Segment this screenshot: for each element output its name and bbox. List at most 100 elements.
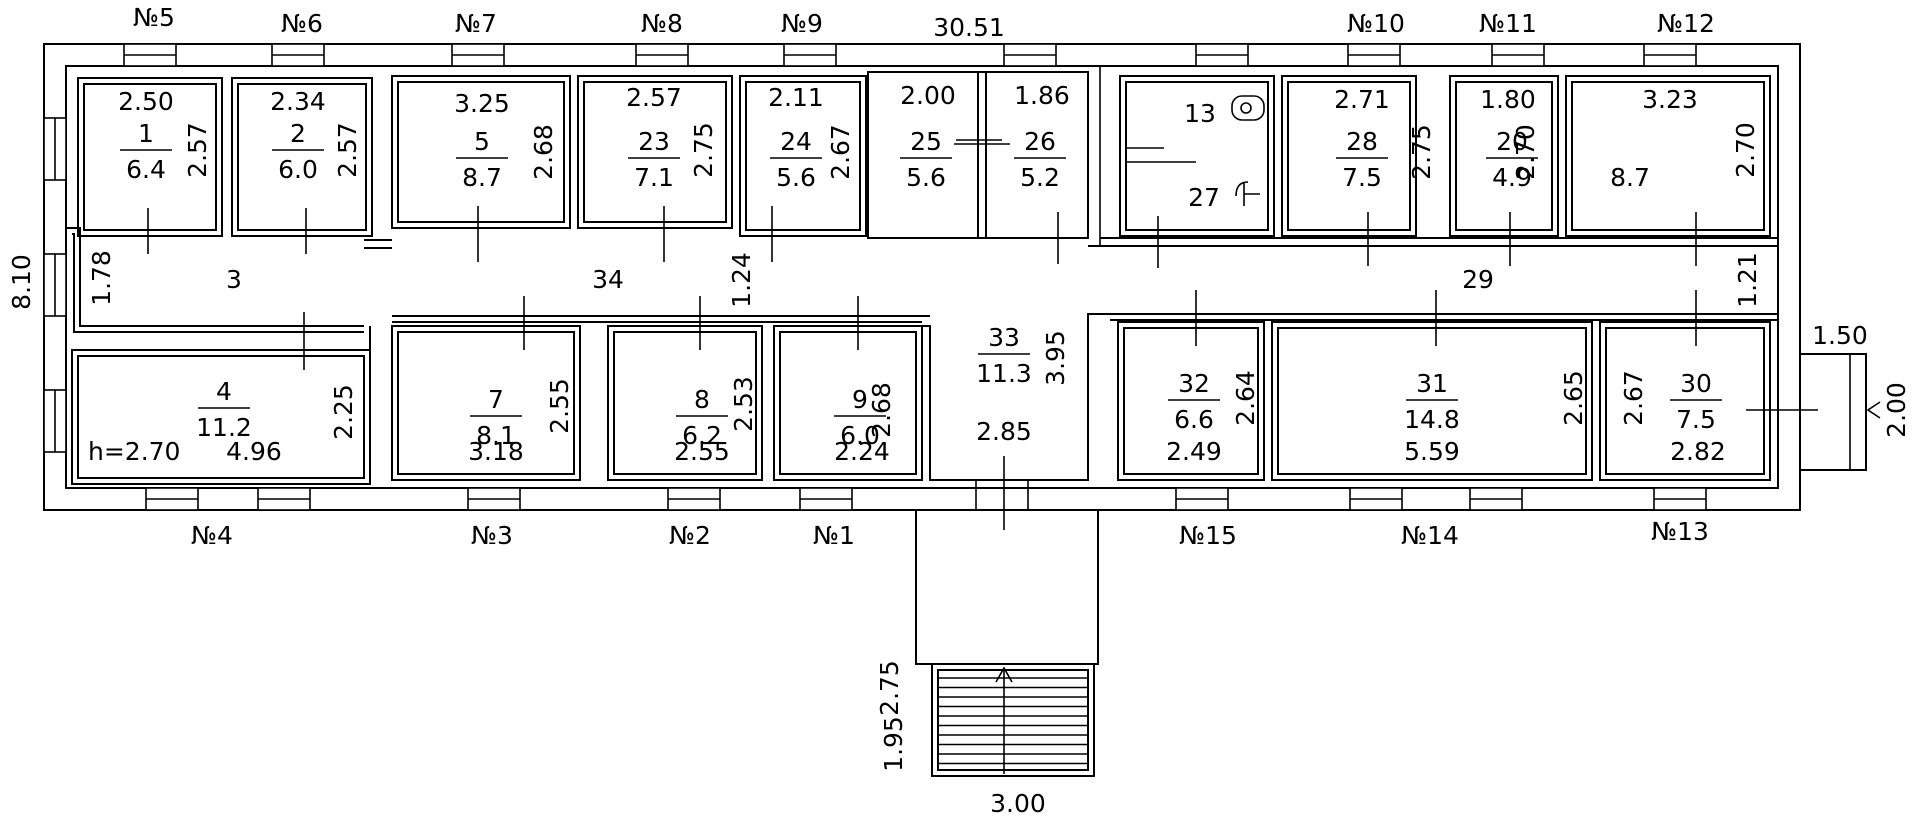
room-dimension: 2.64 — [1231, 370, 1260, 426]
room-dimension: 3.23 — [1642, 85, 1698, 114]
room-dimension: 2.71 — [1334, 85, 1390, 114]
room-dimension: 3.25 — [454, 89, 510, 118]
room-area: 6.6 — [1174, 405, 1214, 434]
room-dimension: 2.68 — [867, 382, 896, 438]
room-dimension: 2.24 — [834, 437, 890, 466]
room-dimension: 2.82 — [1670, 437, 1726, 466]
total-height-label: 8.10 — [7, 254, 36, 310]
room-dimension: 2.70 — [1731, 122, 1760, 178]
side-entrance — [1800, 353, 1881, 471]
room-dimension: 2.57 — [333, 122, 362, 178]
room-area: 6.4 — [126, 155, 166, 184]
window-number: №1 — [813, 521, 855, 550]
room-dimension: 2.75 — [1407, 124, 1436, 180]
room-dimension: 2.57 — [626, 83, 682, 112]
room-dimension: 1.78 — [87, 250, 116, 306]
room-number: 8 — [694, 385, 710, 414]
side-entry-length-label: 2.00 — [1882, 382, 1911, 438]
room-area: 5.2 — [1020, 163, 1060, 192]
room-area: 6.0 — [278, 155, 318, 184]
room-dimension: 2.55 — [545, 378, 574, 434]
room-dimension: 2.70 — [1511, 124, 1540, 180]
room-dimension: 2.85 — [976, 417, 1032, 446]
room-number: 5 — [474, 127, 490, 156]
bottom-row-rooms — [71, 313, 1771, 485]
room-dimension: 1.24 — [727, 252, 756, 308]
room-number: 23 — [638, 127, 670, 156]
room-dimension: 2.49 — [1166, 437, 1222, 466]
window-number: №6 — [281, 9, 323, 38]
room-dimension: 4.96 — [226, 437, 282, 466]
window-number: №8 — [641, 9, 683, 38]
window-number: №14 — [1401, 521, 1459, 550]
top-row-rooms — [77, 71, 1771, 239]
window-number: №13 — [1651, 517, 1709, 546]
room-area: 8.7 — [462, 163, 502, 192]
room-number: 7 — [488, 385, 504, 414]
room-dimension: 2.57 — [183, 122, 212, 178]
room-number: 30 — [1680, 369, 1712, 398]
room-area: 4.9 — [1492, 163, 1532, 192]
windows — [43, 43, 1707, 511]
window-number: №2 — [669, 521, 711, 550]
room-dimension: 2.53 — [729, 376, 758, 432]
room-number: 13 — [1184, 99, 1216, 128]
room-number: 24 — [780, 127, 812, 156]
room-number: 32 — [1178, 369, 1210, 398]
room-area: 11.2 — [196, 413, 252, 442]
room-dimension: 2.11 — [768, 83, 824, 112]
room-dimension: 2.67 — [1619, 370, 1648, 426]
room-area: 7.5 — [1676, 405, 1716, 434]
total-width-label: 30.51 — [933, 13, 1005, 42]
room-number: 25 — [910, 127, 942, 156]
sink-icon — [1235, 181, 1260, 206]
room-area: 11.3 — [976, 359, 1032, 388]
room-dimension: 2.25 — [329, 384, 358, 440]
room-dimension: 2.67 — [826, 124, 855, 180]
window-number: №3 — [471, 521, 513, 550]
room-number: 28 — [1346, 127, 1378, 156]
room-number: 34 — [592, 265, 624, 294]
room-dimension: 2.50 — [118, 87, 174, 116]
room-dimension: 2.65 — [1559, 370, 1588, 426]
corridor-partitions — [66, 139, 1818, 411]
room-dimension: 1.86 — [1014, 81, 1070, 110]
room-dimension: 3.18 — [468, 437, 524, 466]
room-dimension: 3.95 — [1041, 330, 1070, 386]
room-number: 27 — [1188, 183, 1220, 212]
room-number: 31 — [1416, 369, 1448, 398]
stairs-length-label: 1.95 — [879, 716, 908, 772]
window-number: №11 — [1479, 9, 1537, 38]
room-number: 26 — [1024, 127, 1056, 156]
room-dimension: 2.55 — [674, 437, 730, 466]
room-number: 33 — [988, 323, 1020, 352]
room-number: 3 — [226, 265, 242, 294]
room-dimension: 1.80 — [1480, 85, 1536, 114]
window-number: №4 — [191, 521, 233, 550]
room-area: 6.0 — [840, 421, 880, 450]
room-number: 1 — [138, 119, 154, 148]
ceiling-height-label: h=2.70 — [88, 437, 180, 466]
window-number: №5 — [133, 3, 175, 32]
window-number: №10 — [1347, 9, 1405, 38]
room-number: 2 — [290, 119, 306, 148]
porch-width-label: 3.00 — [990, 789, 1046, 818]
room-dimension: 2.75 — [689, 122, 718, 178]
room-area: 8.1 — [476, 421, 516, 450]
window-number: №15 — [1179, 521, 1237, 550]
window-number: №9 — [781, 9, 823, 38]
window-number: №7 — [455, 9, 497, 38]
room-dimension: 5.59 — [1404, 437, 1460, 466]
room-dimension: 1.21 — [1733, 252, 1762, 308]
room-number: 4 — [216, 377, 232, 406]
room-number: 9 — [852, 385, 868, 414]
room-area: 5.6 — [906, 163, 946, 192]
room-area: 7.5 — [1342, 163, 1382, 192]
toilet-icon — [1231, 95, 1265, 121]
room-area: 14.8 — [1404, 405, 1460, 434]
room-area: 5.6 — [776, 163, 816, 192]
room-number: 29 — [1462, 265, 1494, 294]
room-number: 20 — [1496, 127, 1528, 156]
side-entry-width-label: 1.50 — [1812, 321, 1868, 350]
